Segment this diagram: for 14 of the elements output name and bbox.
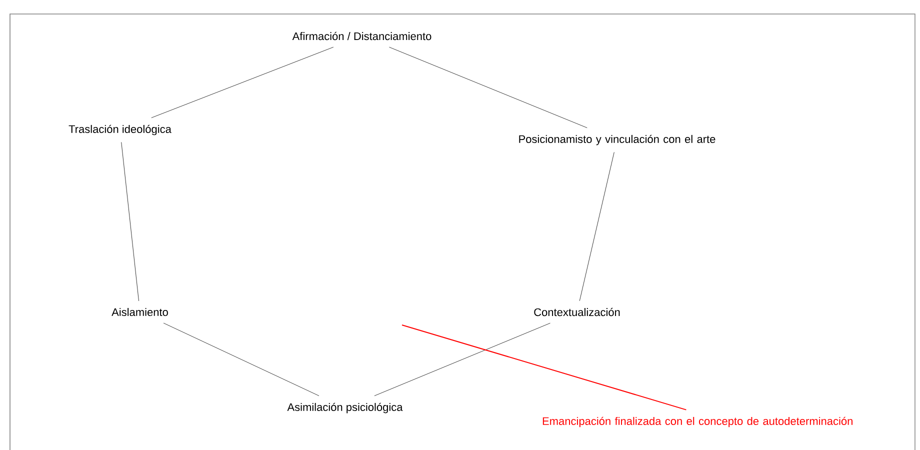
stage-label: Contextualización [534,308,620,316]
connector-line [374,322,550,396]
note-text: Emancipación finalizada con el concepto de autodeterminación [542,416,852,428]
stage-label: Afirmación / Distanciamiento [292,32,432,40]
stage-label: Posicionamisto y vinculación con el arte [519,134,716,146]
stage-label: Traslación ideológica [68,124,172,136]
connector-line [389,46,588,128]
connector-line [151,46,334,118]
stage-label: Aislamiento [112,308,168,316]
connector-line [579,152,614,302]
connector-line [121,142,139,302]
connector-line [402,324,687,410]
stage-label: Asimilación psiciológica [287,402,403,414]
connector-line [163,322,320,396]
